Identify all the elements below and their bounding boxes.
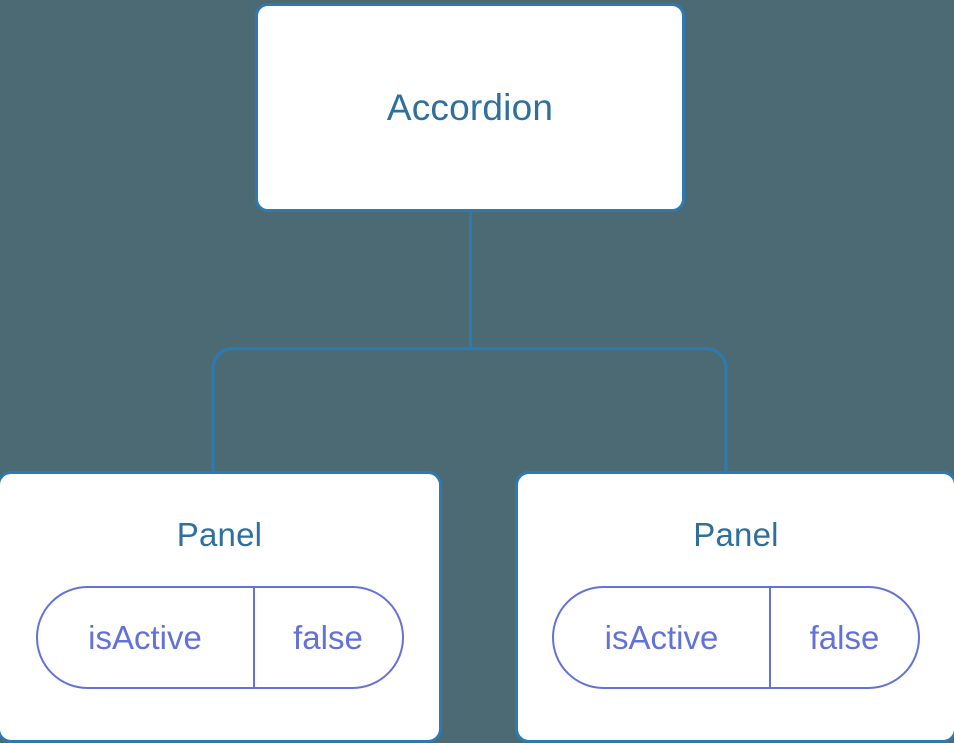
prop-key-isactive: isActive [554, 588, 771, 687]
node-panel-1-label: Panel [693, 516, 779, 553]
connector-edge-left [211, 346, 471, 472]
node-accordion-label: Accordion [386, 87, 554, 128]
connector-edge-right [470, 346, 728, 472]
prop-pill-isactive[interactable]: isActive false [35, 586, 404, 689]
prop-value-isactive: false [809, 619, 880, 656]
prop-pill-isactive[interactable]: isActive false [552, 586, 920, 689]
node-panel-0-label: Panel [176, 516, 263, 553]
node-panel-0[interactable]: Panel isActive false [0, 471, 442, 743]
prop-key-isactive: isActive [38, 588, 255, 687]
prop-value-isactive: false [293, 619, 363, 656]
node-accordion[interactable]: Accordion [255, 3, 685, 212]
node-panel-1[interactable]: Panel isActive false [515, 471, 954, 743]
